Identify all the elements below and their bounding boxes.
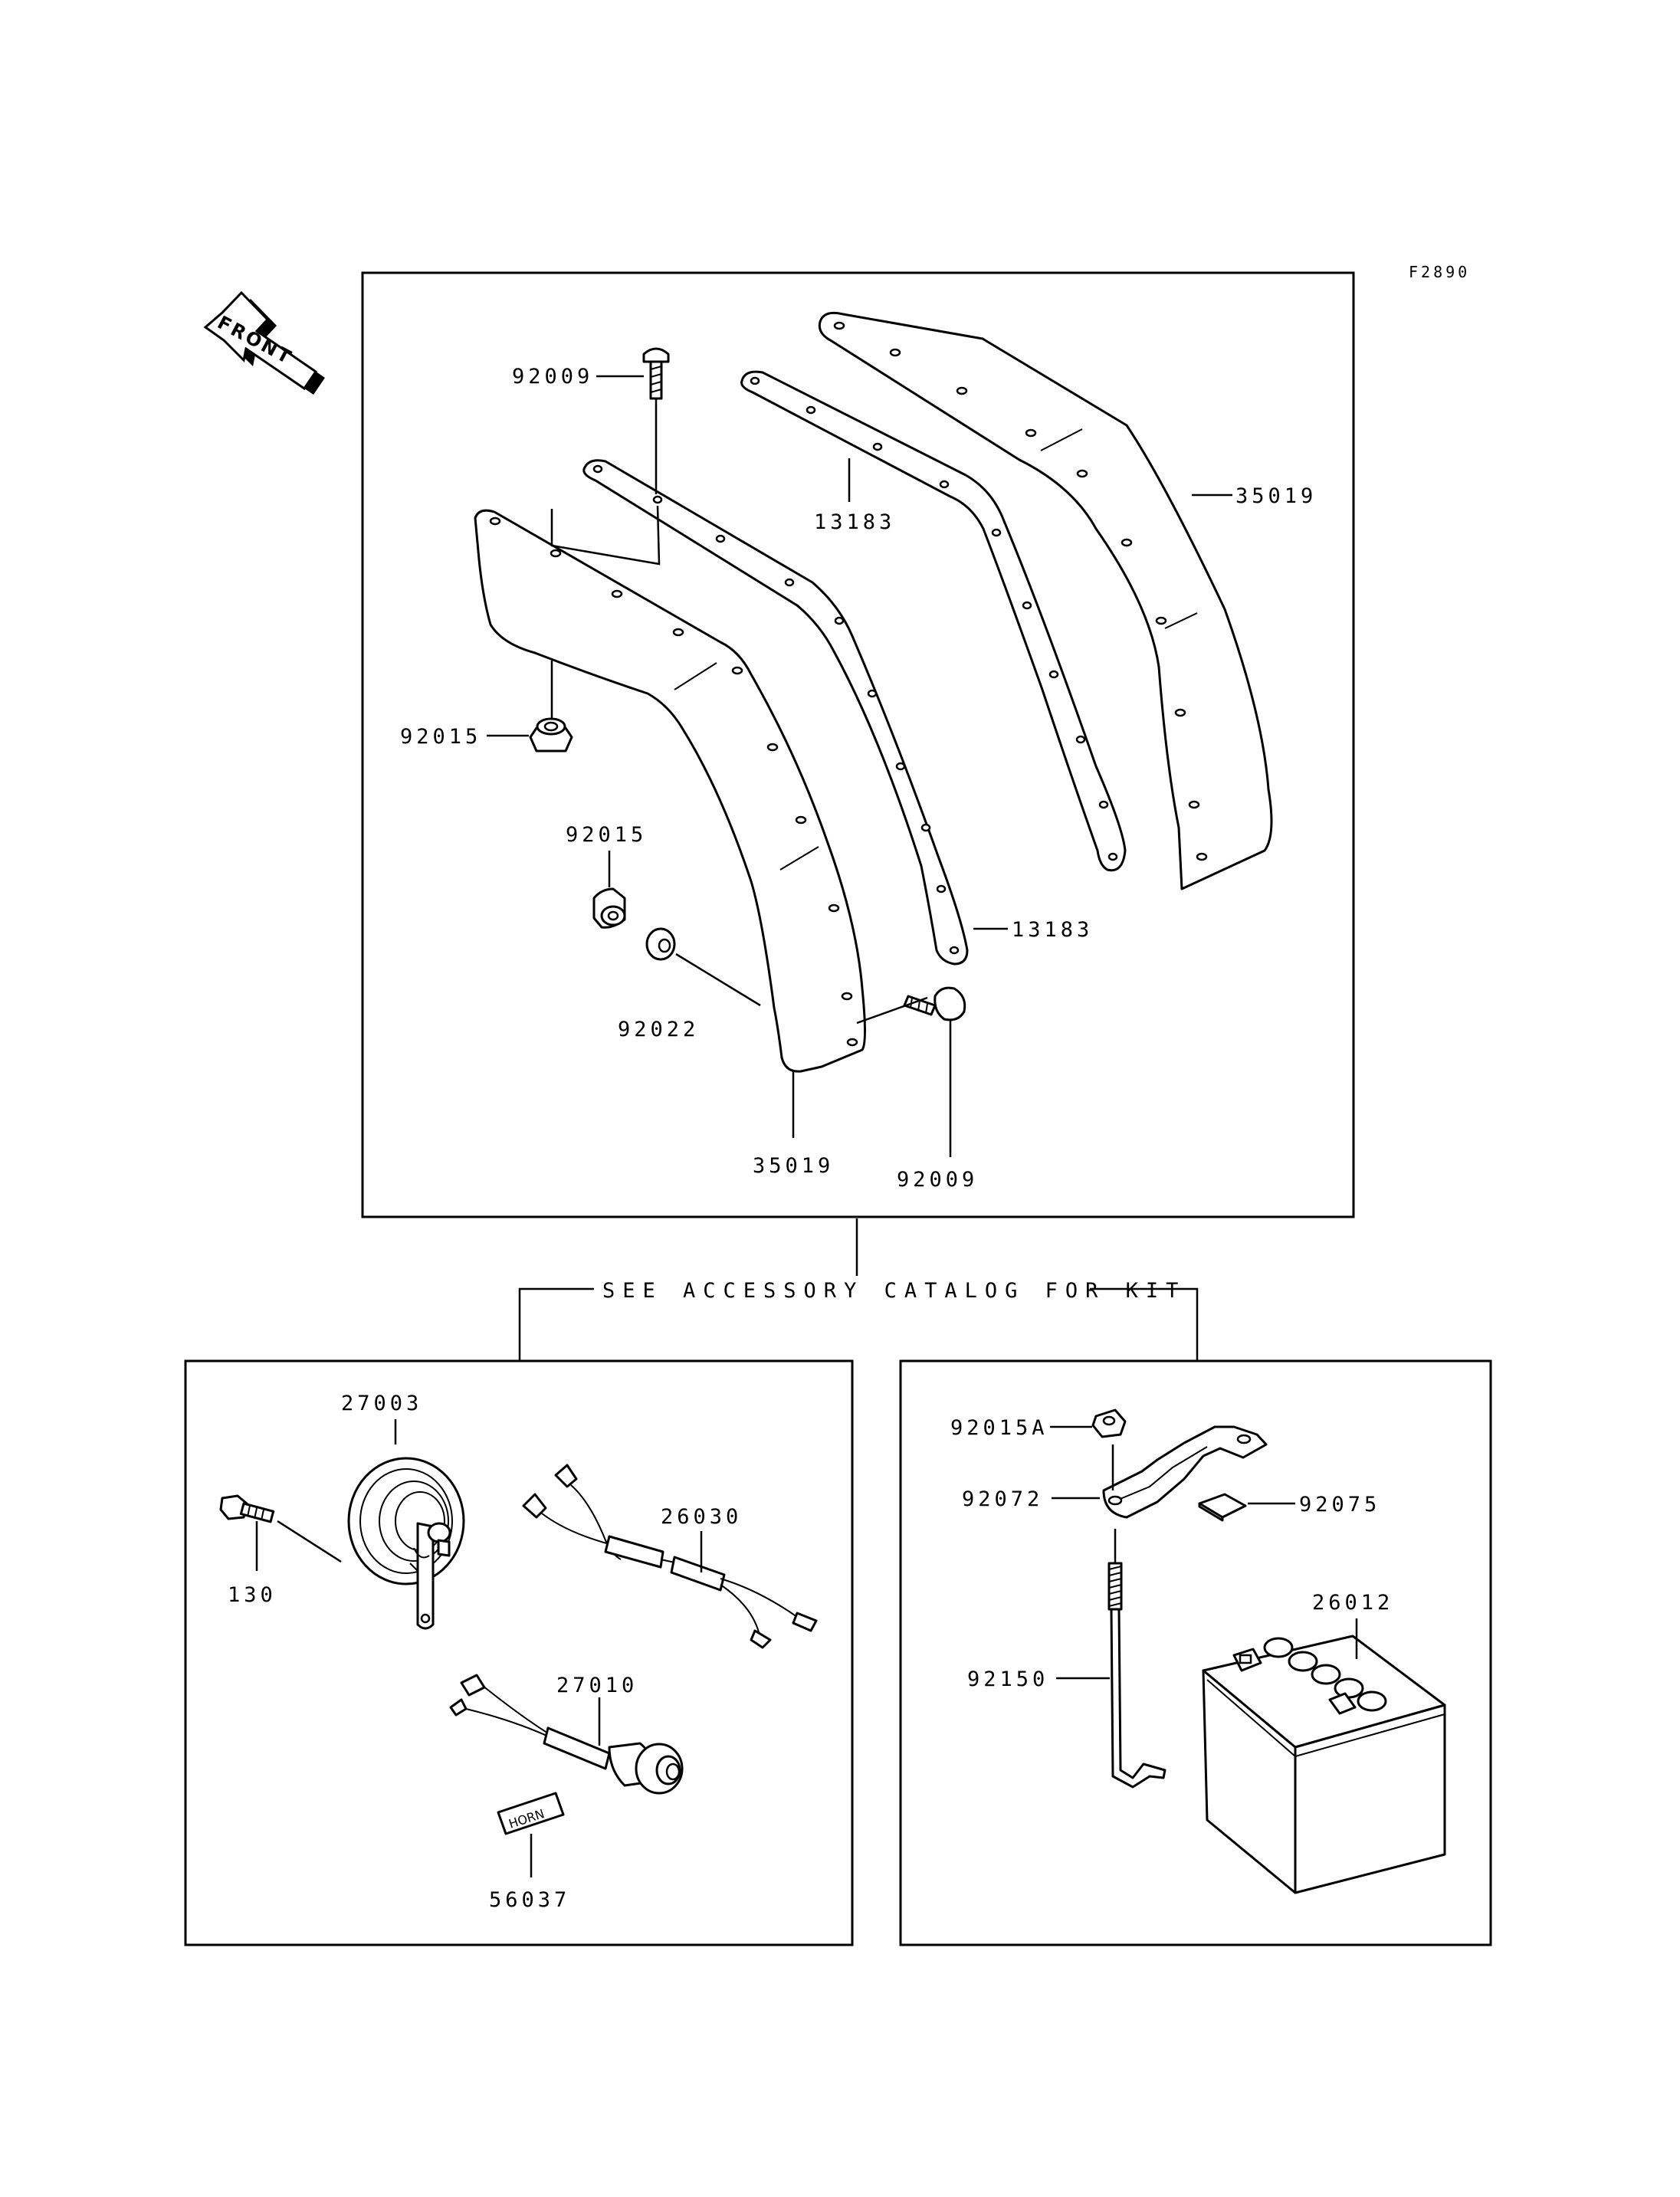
label-92015-left: 92015 [400,725,481,749]
bracket-rear [740,370,1127,872]
flange-nut-center [592,887,626,929]
label-92009-top: 92009 [512,365,593,389]
flange-nut-battery [1091,1408,1127,1438]
label-56037: 56037 [489,1888,570,1912]
label-35019-lower: 35019 [753,1154,834,1178]
battery-clamp [1102,1425,1268,1519]
label-92075: 92075 [1299,1493,1380,1517]
horn-kit-frame [184,1359,854,1946]
front-arrow-icon: FRONT [203,290,325,395]
label-92015-center: 92015 [566,823,647,847]
label-26030: 26030 [661,1505,742,1529]
battery-rod [1107,1529,1166,1789]
label-13183-upper: 13183 [814,510,895,534]
horn-decal: HORN [497,1792,565,1835]
screw-lower [903,986,966,1021]
label-27003: 27003 [341,1392,422,1415]
label-35019-upper: 35019 [1235,484,1317,508]
flange-nut-left [529,717,573,753]
label-130: 130 [228,1583,277,1607]
kit-note: SEE ACCESSORY CATALOG FOR KIT [602,1279,1186,1303]
battery-kit-frame [899,1359,1492,1946]
washer [645,927,676,961]
label-92015A: 92015A [950,1416,1048,1440]
figure-code: F2890 [1409,263,1470,281]
mud-flap-kit-frame [361,271,1355,1218]
horn [347,1457,465,1630]
label-26012: 26012 [1312,1591,1393,1615]
mud-flap-rear [818,311,1273,890]
battery-pad [1198,1493,1247,1522]
label-92009-lower: 92009 [897,1168,978,1192]
bracket-front [582,459,969,966]
label-92072: 92072 [962,1487,1043,1511]
battery [1202,1635,1446,1894]
bolt [219,1494,275,1523]
mud-flap-front [474,509,866,1073]
label-13183-lower: 13183 [1012,918,1093,942]
label-92150: 92150 [967,1667,1048,1691]
label-92022: 92022 [618,1018,699,1041]
screw-top [642,347,670,400]
wiring-harness [522,1464,818,1649]
label-27010: 27010 [556,1674,638,1697]
horn-switch [449,1674,684,1795]
